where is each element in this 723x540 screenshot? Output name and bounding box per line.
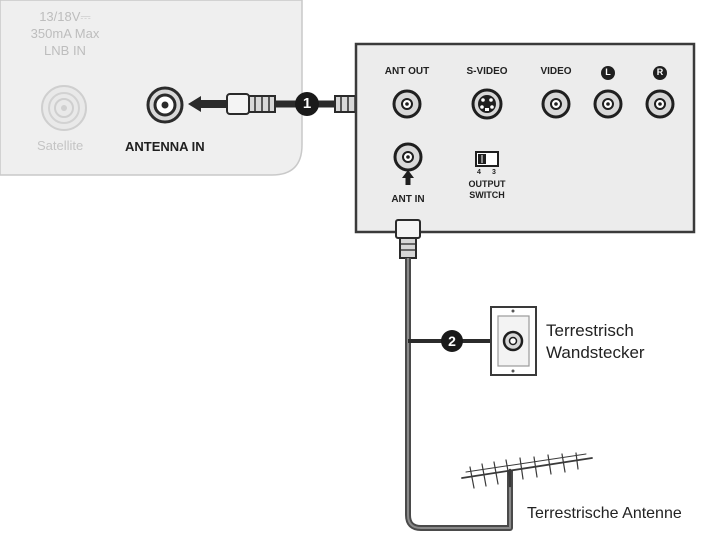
switch-position-3: 3 xyxy=(492,169,496,176)
antenna-label: Terrestrische Antenne xyxy=(527,505,682,522)
tv-antenna-in-label: ANTENNA IN xyxy=(125,139,205,154)
switch-label: SWITCH xyxy=(469,190,505,200)
cable-2 xyxy=(395,219,513,531)
ant-in-label: ANT IN xyxy=(391,194,425,205)
step-2-number: 2 xyxy=(448,333,456,349)
video-jack-icon xyxy=(541,89,571,119)
audio-right-badge xyxy=(653,66,667,80)
video-label: VIDEO xyxy=(540,66,572,77)
ant-out-label: ANT OUT xyxy=(384,66,430,77)
switch-position-4: 4 xyxy=(477,169,481,176)
output-switch-icon xyxy=(475,151,499,167)
wall-socket-label-line-2: Wandstecker xyxy=(546,343,645,362)
audio-right-jack-icon xyxy=(645,89,675,119)
audio-right-label: R xyxy=(656,67,664,77)
audio-left-badge xyxy=(601,66,615,80)
step-1-number: 1 xyxy=(302,95,312,112)
satellite-connector-icon xyxy=(41,85,87,131)
step-1-marker xyxy=(295,92,319,116)
s-video-jack-icon xyxy=(471,88,503,120)
step-2-marker xyxy=(441,330,463,352)
tv-antenna-in-connector-icon xyxy=(146,86,184,124)
wall-socket-icon xyxy=(490,306,537,376)
satellite-label: Satellite xyxy=(37,138,84,153)
lnb-spec-line-2: 350mA Max xyxy=(30,26,100,41)
vcr-back-panel xyxy=(354,42,696,234)
output-label: OUTPUT xyxy=(468,179,506,189)
s-video-label: S-VIDEO xyxy=(466,66,508,77)
audio-left-jack-icon xyxy=(593,89,623,119)
lnb-in-label: LNB IN xyxy=(44,43,86,58)
audio-left-label: L xyxy=(605,67,611,77)
ant-out-jack-icon xyxy=(392,89,422,119)
tv-back-panel xyxy=(0,0,303,176)
lnb-spec-line-1: 13/18V⎓ xyxy=(39,9,91,24)
wall-socket-label-line-1: Terrestrisch xyxy=(546,321,634,340)
ant-in-jack-icon xyxy=(393,142,423,185)
terrestrial-antenna-icon xyxy=(461,452,593,489)
